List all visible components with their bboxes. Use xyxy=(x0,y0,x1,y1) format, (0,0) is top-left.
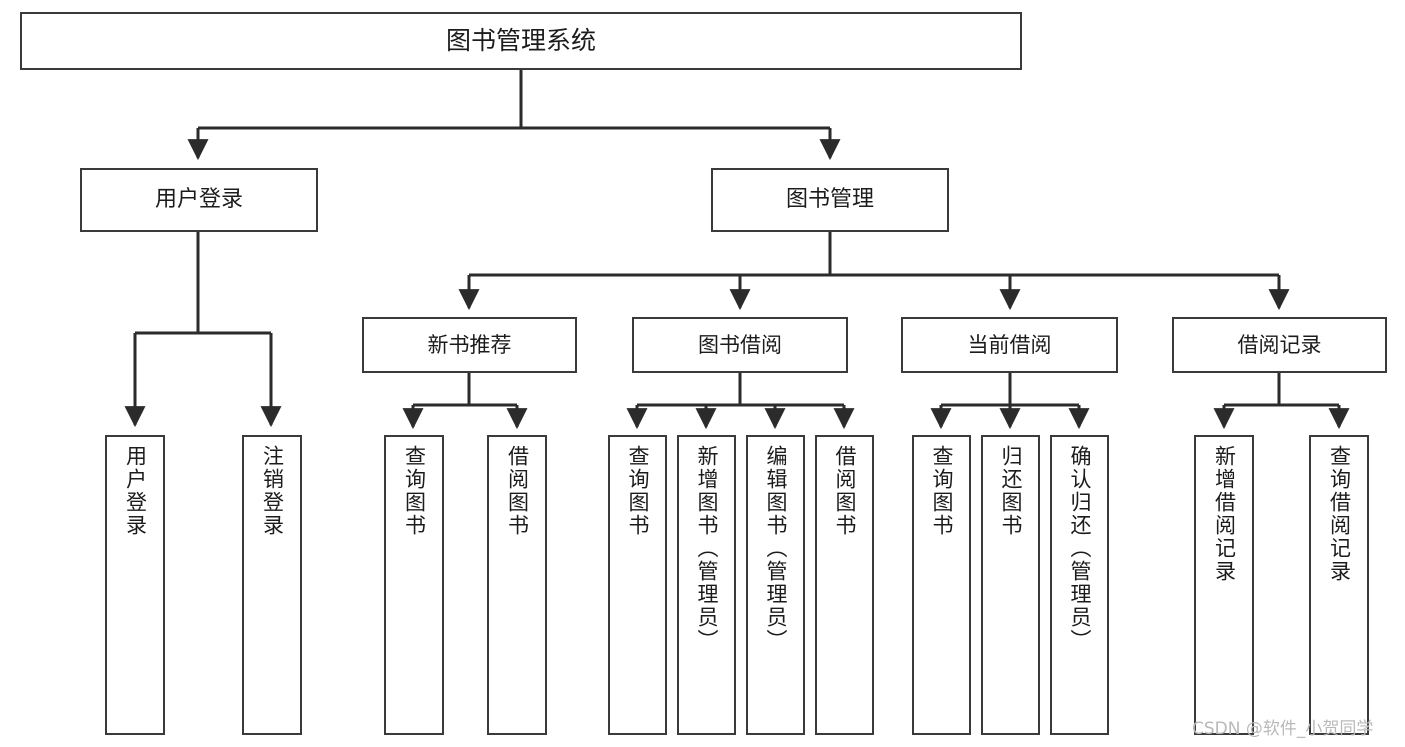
leaf-query-book-current[interactable]: 查询图书 xyxy=(912,435,971,735)
node-label: 用户登录 xyxy=(123,445,148,537)
leaf-borrow-book[interactable]: 借阅图书 xyxy=(815,435,874,735)
node-label: 当前借阅 xyxy=(967,332,1052,357)
node-label: 查询图书 xyxy=(930,445,954,537)
node-current-borrow[interactable]: 当前借阅 xyxy=(901,317,1118,373)
node-label: 归还图书 xyxy=(999,445,1023,537)
leaf-edit-book[interactable]: 编辑图书（管理员） xyxy=(746,435,805,735)
node-label: 借阅记录 xyxy=(1237,332,1322,357)
leaf-add-borrow-record[interactable]: 新增借阅记录 xyxy=(1194,435,1254,735)
node-borrow-record[interactable]: 借阅记录 xyxy=(1172,317,1387,373)
node-label: 图书借阅 xyxy=(698,332,782,357)
node-label: 新书推荐 xyxy=(427,332,512,357)
node-root-system[interactable]: 图书管理系统 xyxy=(20,12,1022,70)
leaf-add-book[interactable]: 新增图书（管理员） xyxy=(677,435,736,735)
node-label: 查询图书 xyxy=(402,445,427,537)
node-label: 新增图书（管理员） xyxy=(695,445,719,652)
node-label: 查询图书 xyxy=(626,445,650,537)
node-label: 图书管理 xyxy=(785,187,874,213)
leaf-logout-login[interactable]: 注销登录 xyxy=(242,435,302,735)
node-label: 新增借阅记录 xyxy=(1212,445,1237,583)
node-label: 借阅图书 xyxy=(833,445,857,537)
node-label: 确认归还（管理员） xyxy=(1068,445,1092,652)
watermark-credit: CSDN @软件_小贺同学 xyxy=(1192,719,1374,739)
node-label: 编辑图书（管理员） xyxy=(764,445,788,652)
node-label: 用户登录 xyxy=(154,187,243,213)
node-book-manage[interactable]: 图书管理 xyxy=(711,168,949,232)
leaf-query-book-borrow[interactable]: 查询图书 xyxy=(608,435,667,735)
leaf-user-login[interactable]: 用户登录 xyxy=(105,435,165,735)
node-label: 图书管理系统 xyxy=(445,26,596,56)
leaf-query-book-recommend[interactable]: 查询图书 xyxy=(384,435,444,735)
leaf-query-borrow-record[interactable]: 查询借阅记录 xyxy=(1309,435,1369,735)
node-label: 注销登录 xyxy=(260,445,285,537)
leaf-return-book[interactable]: 归还图书 xyxy=(981,435,1040,735)
node-label: 借阅图书 xyxy=(505,445,530,537)
leaf-borrow-book-recommend[interactable]: 借阅图书 xyxy=(487,435,547,735)
leaf-confirm-return[interactable]: 确认归还（管理员） xyxy=(1050,435,1109,735)
node-book-borrow[interactable]: 图书借阅 xyxy=(632,317,848,373)
node-new-book-recommend[interactable]: 新书推荐 xyxy=(362,317,577,373)
node-label: 查询借阅记录 xyxy=(1327,445,1352,583)
node-user-login[interactable]: 用户登录 xyxy=(80,168,318,232)
